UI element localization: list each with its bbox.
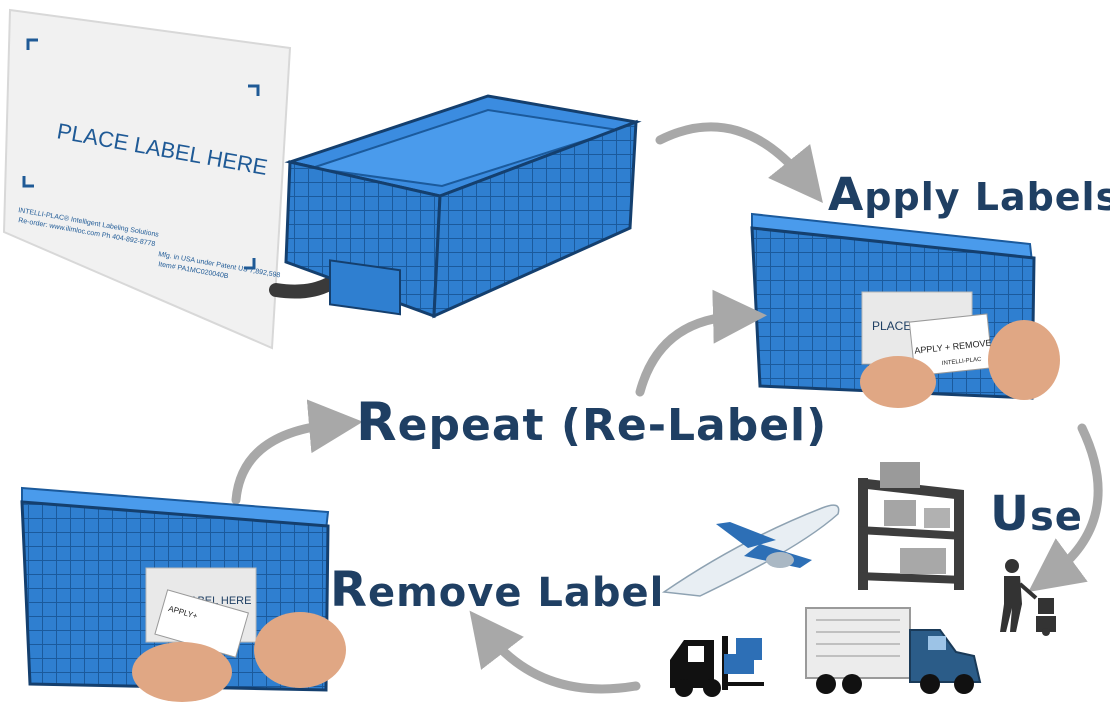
step-repeat: Repeat (Re-Label) bbox=[356, 392, 827, 453]
crate-remove: LABEL HERE APPLY+ bbox=[20, 486, 346, 702]
step-remove-rest: emove Label bbox=[367, 570, 665, 616]
hand-right bbox=[988, 320, 1060, 400]
step-remove-initial: R bbox=[330, 562, 368, 618]
step-remove-label: Remove Label bbox=[330, 562, 664, 618]
arrow-apply-to-use bbox=[1028, 423, 1103, 593]
step-use-rest: se bbox=[1029, 494, 1083, 540]
hand-left bbox=[132, 642, 232, 702]
step-use: Use bbox=[990, 486, 1083, 542]
step-use-initial: U bbox=[990, 486, 1030, 542]
step-repeat-rest: epeat (Re-Label) bbox=[397, 400, 828, 451]
warehouse-rack-icon bbox=[858, 462, 964, 590]
airplane-icon bbox=[661, 504, 840, 597]
worker-handtruck-icon bbox=[1000, 559, 1056, 636]
step-apply-labels: Apply Labels bbox=[828, 168, 1110, 221]
arrow-use-to-remove bbox=[469, 610, 641, 694]
hand-left bbox=[860, 356, 936, 408]
step-apply-rest: pply Labels bbox=[864, 175, 1110, 219]
corner-mark bbox=[244, 258, 256, 270]
crate-empty bbox=[284, 94, 642, 319]
forklift-icon bbox=[670, 636, 764, 697]
label-card: PLACE LABEL HERE INTELLI-PLAC® Intellige… bbox=[2, 8, 292, 350]
truck-icon bbox=[805, 607, 982, 694]
step-repeat-initial: R bbox=[356, 392, 398, 453]
apply-sticker bbox=[908, 313, 994, 377]
corner-mark bbox=[248, 84, 260, 96]
arrow-repeat-to-apply bbox=[635, 289, 767, 397]
apply-sticker-brand: INTELLI-PLAC bbox=[942, 357, 983, 367]
corner-mark bbox=[22, 176, 34, 188]
crate-apply: PLACE LAB APPLY + REMOVE INTELLI-PLAC bbox=[750, 212, 1060, 408]
corner-mark bbox=[26, 38, 38, 50]
arrow-to-apply bbox=[655, 122, 823, 204]
step-apply-initial: A bbox=[828, 168, 865, 221]
arrow-remove-to-repeat bbox=[231, 399, 363, 505]
hand-right bbox=[254, 612, 346, 688]
